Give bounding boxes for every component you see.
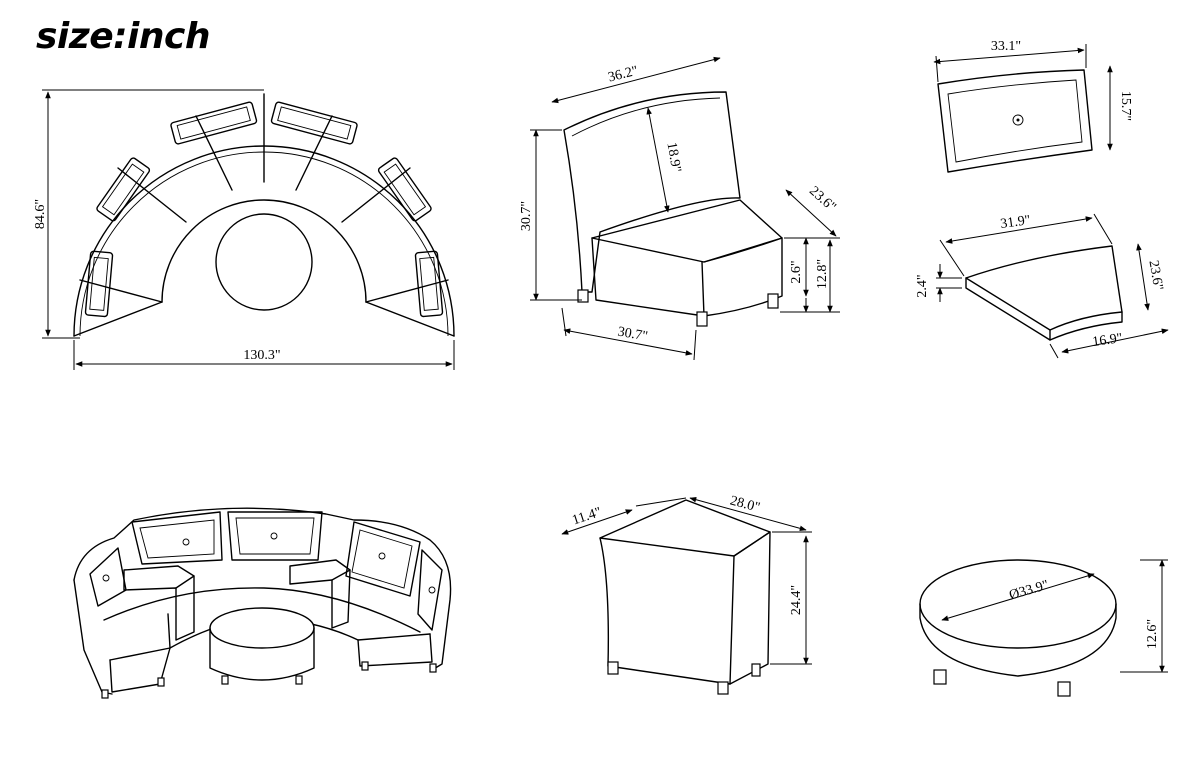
dim-seat-cushion-depth: 23.6" (1145, 259, 1165, 291)
dim-sofa-width: 130.3" (243, 348, 280, 363)
dim-chair-seat-depth: 23.6" (806, 184, 838, 215)
dim-seat-cushion-width: 31.9" (1000, 213, 1032, 232)
dim-chair-leg-height: 2.6" (789, 260, 804, 283)
dim-chair-width: 36.2" (607, 64, 640, 86)
sectional-perspective (73, 507, 452, 699)
dim-sofa-height: 84.6" (33, 199, 48, 229)
dim-side-table-depth: 11.4" (570, 505, 603, 528)
ottoman (919, 559, 1168, 697)
dim-chair-seat-height: 12.8" (815, 259, 830, 289)
dim-seat-cushion-front: 16.9" (1092, 331, 1124, 350)
back-cushion (933, 44, 1113, 173)
dim-back-cushion-width: 33.1" (991, 39, 1021, 54)
sectional-top-view (42, 89, 455, 370)
dim-ottoman-height: 12.6" (1145, 619, 1160, 649)
dim-side-table-height: 24.4" (789, 585, 804, 615)
chair-perspective (530, 56, 840, 361)
side-table (561, 496, 812, 695)
dim-chair-base-width: 30.7" (616, 325, 648, 345)
seat-cushion (936, 213, 1169, 359)
dim-chair-height: 30.7" (519, 201, 534, 231)
dim-side-table-width: 28.0" (728, 493, 761, 515)
page-title: size:inch (36, 16, 210, 57)
dim-back-cushion-height: 15.7" (1118, 91, 1133, 121)
dim-chair-back-height: 18.9" (663, 141, 683, 173)
dim-seat-cushion-thickness: 2.4" (915, 274, 930, 297)
